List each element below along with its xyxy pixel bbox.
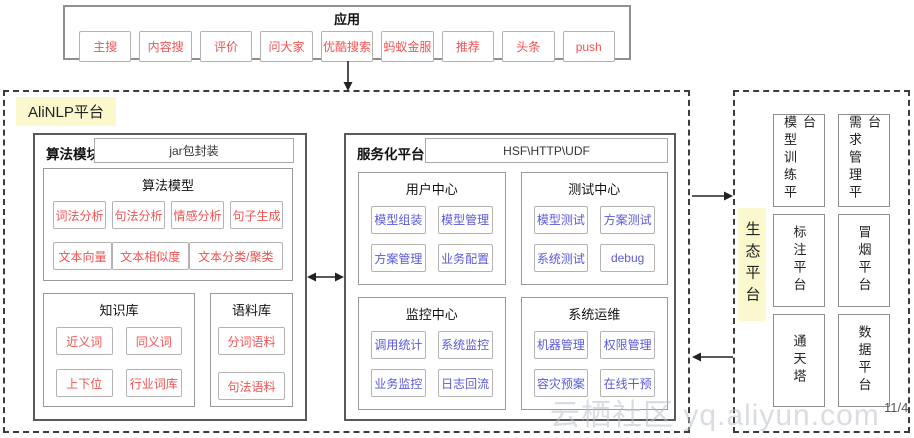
service-platform-box: 服务化平台 HSF\HTTP\UDF 用户中心 模型组装 模型管理 方案管理 业… (344, 133, 676, 421)
monitor-center-title: 监控中心 (405, 307, 458, 322)
application-box: 应用 主搜 内容搜 评价 问大家 优酷搜索 蚂蚁金服 推荐 头条 push (63, 5, 631, 62)
knowledge-base-title: 知识库 (99, 303, 139, 318)
user-center-model-assembly[interactable]: 模型组装 (371, 205, 426, 234)
ops-online-intervention[interactable]: 在线干预 (600, 369, 655, 398)
app-button-push[interactable]: push (562, 31, 615, 62)
model-text-classification-clustering[interactable]: 文本分类/聚类 (188, 242, 283, 270)
system-ops-grid: 机器管理 权限管理 容灾预案 在线干预 (522, 323, 668, 409)
user-center-section: 用户中心 模型组装 模型管理 方案管理 业务配置 (358, 172, 506, 285)
app-button-main-search[interactable]: 主搜 (79, 31, 132, 62)
corpus-syntax[interactable]: 句法语料 (218, 372, 285, 400)
app-button-ask-everyone[interactable]: 问大家 (260, 31, 313, 62)
arrow-platform-to-eco-icon (692, 191, 733, 201)
arrow-app-to-platform-icon (343, 61, 353, 91)
test-center-grid: 模型测试 方案测试 系统测试 debug (522, 198, 668, 284)
monitor-center-section: 监控中心 调用统计 系统监控 业务监控 日志回流 (358, 297, 506, 410)
eco-tongtianta[interactable]: 通天塔 (773, 314, 825, 407)
model-sentiment-analysis[interactable]: 情感分析 (171, 201, 224, 229)
knowledge-industry-lexicon[interactable]: 行业词库 (125, 369, 182, 397)
user-center-title: 用户中心 (405, 182, 458, 197)
eco-data-platform[interactable]: 数据平台 (838, 314, 890, 407)
hsf-http-udf-tag: HSF\HTTP\UDF (425, 138, 668, 163)
corpus-list: 分词语料 句法语料 (211, 319, 292, 400)
test-center-plan-test[interactable]: 方案测试 (600, 205, 655, 234)
test-center-system-test[interactable]: 系统测试 (533, 244, 589, 273)
monitor-center-grid: 调用统计 系统监控 业务监控 日志回流 (359, 323, 505, 409)
knowledge-synonym[interactable]: 同义词 (125, 327, 182, 355)
monitor-business-monitoring[interactable]: 业务监控 (371, 369, 426, 398)
user-center-business-config[interactable]: 业务配置 (437, 244, 493, 273)
corpus-box: 语料库 分词语料 句法语料 (210, 293, 293, 407)
eco-requirement-management-platform[interactable]: 需求管理平台 (838, 114, 890, 207)
test-center-model-test[interactable]: 模型测试 (533, 205, 589, 234)
corpus-title: 语料库 (231, 303, 271, 318)
app-button-content-search[interactable]: 内容搜 (139, 31, 192, 62)
user-center-model-management[interactable]: 模型管理 (437, 205, 493, 234)
eco-smoke-test-platform[interactable]: 冒烟平台 (838, 214, 890, 307)
service-sections-grid: 用户中心 模型组装 模型管理 方案管理 业务配置 测试中心 模型测试 方案测试 … (358, 172, 668, 410)
models-row-2: 文本向量 文本相似度 文本分类/聚类 (44, 242, 292, 270)
jar-package-tag: jar包封装 (94, 138, 294, 163)
arrow-eco-to-platform-icon (692, 352, 733, 362)
ops-machine-management[interactable]: 机器管理 (533, 330, 589, 359)
algorithm-module-box: 算法模块 jar包封装 算法模型 词法分析 句法分析 情感分析 句子生成 文本向… (33, 133, 307, 421)
algorithm-models-title: 算法模型 (141, 178, 194, 193)
alinlp-platform-label: AliNLP平台 (16, 97, 116, 126)
eco-model-training-platform[interactable]: 模型训练平台 (773, 114, 825, 207)
application-button-row: 主搜 内容搜 评价 问大家 优酷搜索 蚂蚁金服 推荐 头条 push (65, 28, 629, 62)
monitor-log-backflow[interactable]: 日志回流 (437, 369, 493, 398)
app-button-ant-finance[interactable]: 蚂蚁金服 (381, 31, 434, 62)
app-button-review[interactable]: 评价 (199, 31, 253, 62)
eco-annotation-platform[interactable]: 标注平台 (773, 214, 825, 307)
test-center-debug[interactable]: debug (600, 244, 655, 273)
knowledge-grid: 近义词 同义词 上下位 行业词库 (44, 319, 194, 397)
test-center-title: 测试中心 (568, 182, 621, 197)
model-text-vector[interactable]: 文本向量 (53, 242, 112, 270)
app-button-recommend[interactable]: 推荐 (441, 31, 495, 62)
ops-permission-management[interactable]: 权限管理 (600, 330, 655, 359)
knowledge-near-synonym[interactable]: 近义词 (56, 327, 113, 355)
algorithm-models-box: 算法模型 词法分析 句法分析 情感分析 句子生成 文本向量 文本相似度 文本分类… (43, 168, 293, 281)
page-number: 11/4 (884, 400, 909, 415)
model-lexical-analysis[interactable]: 词法分析 (53, 201, 106, 229)
system-ops-title: 系统运维 (568, 307, 621, 322)
app-button-headline[interactable]: 头条 (502, 31, 555, 62)
service-platform-title: 服务化平台 (357, 147, 425, 162)
user-center-plan-management[interactable]: 方案管理 (371, 244, 426, 273)
knowledge-base-box: 知识库 近义词 同义词 上下位 行业词库 (43, 293, 195, 407)
user-center-grid: 模型组装 模型管理 方案管理 业务配置 (359, 198, 505, 284)
ecosystem-grid: 模型训练平台 需求管理平台 标注平台 冒烟平台 通天塔 数据平台 (773, 114, 890, 407)
knowledge-hypernym[interactable]: 上下位 (56, 369, 113, 397)
monitor-call-statistics[interactable]: 调用统计 (371, 330, 426, 359)
system-ops-section: 系统运维 机器管理 权限管理 容灾预案 在线干预 (520, 297, 668, 410)
app-button-youku-search[interactable]: 优酷搜索 (320, 31, 374, 62)
model-syntax-analysis[interactable]: 句法分析 (112, 201, 165, 229)
ecosystem-platform-box: 生态平台 模型训练平台 需求管理平台 标注平台 冒烟平台 通天塔 数据平台 (733, 90, 910, 433)
model-text-similarity[interactable]: 文本相似度 (111, 242, 189, 270)
ops-disaster-recovery-plan[interactable]: 容灾预案 (533, 369, 589, 398)
corpus-segmentation[interactable]: 分词语料 (218, 327, 285, 355)
algorithm-module-title: 算法模块 (46, 147, 100, 162)
model-sentence-generation[interactable]: 句子生成 (230, 201, 283, 229)
monitor-system-monitoring[interactable]: 系统监控 (437, 330, 493, 359)
application-title: 应用 (333, 12, 360, 27)
models-row-1: 词法分析 句法分析 情感分析 句子生成 (44, 201, 292, 229)
test-center-section: 测试中心 模型测试 方案测试 系统测试 debug (520, 172, 668, 285)
ecosystem-platform-label: 生态平台 (738, 208, 766, 321)
